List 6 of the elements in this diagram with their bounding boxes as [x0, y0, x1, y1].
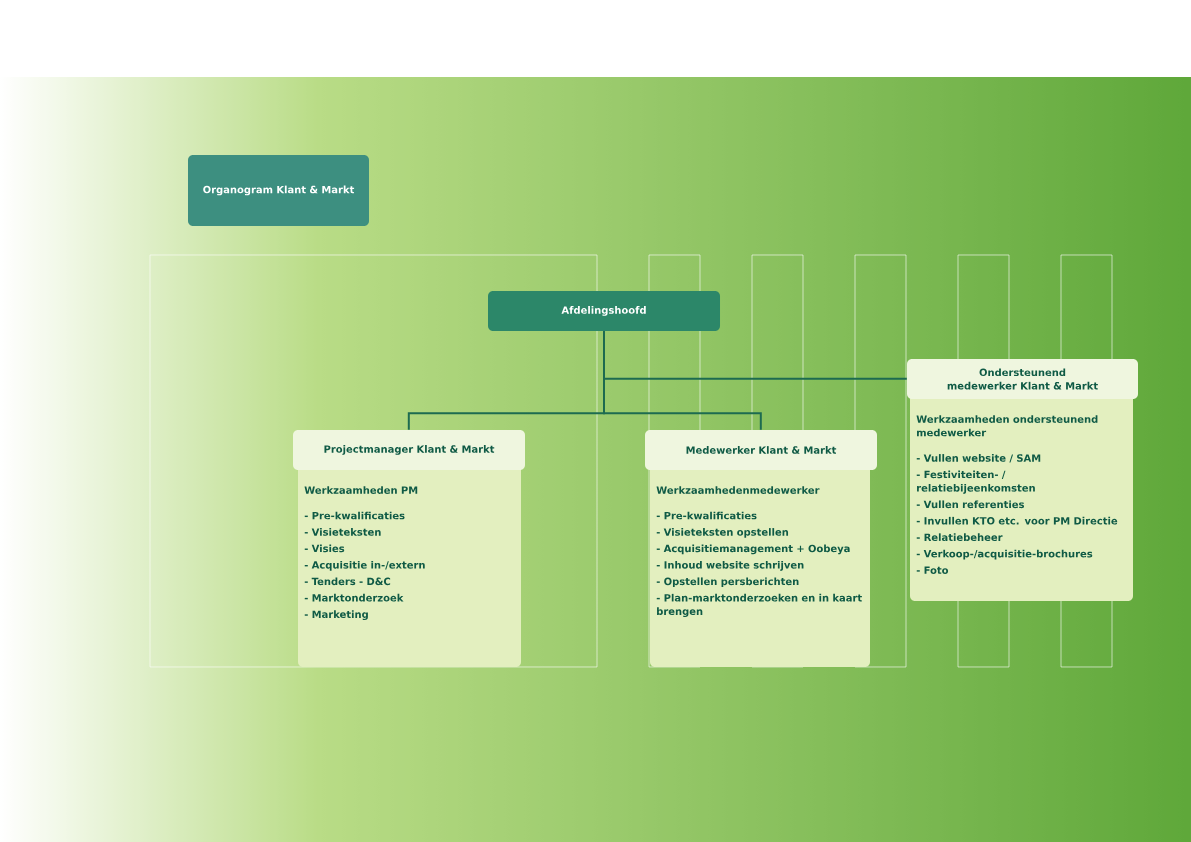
role-card: Projectmanager Klant & Markt Werkzaamheden PM - Pre-kwalificaties - Visieteksten - Visies - Acquisitie in-/extern - Tenders - D&C - Marktonderzoek - Marketing — [293, 430, 525, 667]
title-box: Organogram Klant & Markt — [188, 155, 369, 226]
role-card: Medewerker Klant & Markt Werkzaamhedenmedewerker - Pre-kwalificaties - Visieteksten opstellen - Acquisitiemanagement + Oobeya - Inhoud website schrijven - Opstellen persberichten - Plan-marktonderzoeken en in kaart brengen — [645, 430, 877, 667]
connector-line — [603, 330, 908, 380]
role-box: Afdelingshoofd — [488, 291, 720, 331]
role-card: Ondersteunend medewerker Klant & Markt Werkzaamheden ondersteunend medewerker - Vullen website / SAM - Festiviteiten- / relatiebijeenkomsten - Vullen referenties - Invullen KTO etc. voor PM Directie - Relatiebeheer - Verkoop-/acquisitie-brochures - Foto — [907, 359, 1138, 601]
